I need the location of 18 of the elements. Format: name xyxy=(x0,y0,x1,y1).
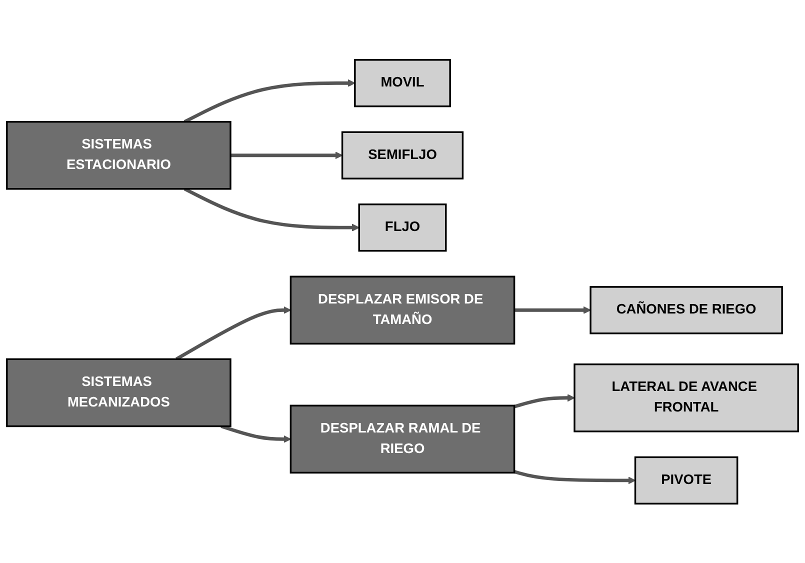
node-box: FLJO xyxy=(358,203,447,252)
node-box: DESPLAZAR RAMAL DE RIEGO xyxy=(290,404,516,474)
arrow xyxy=(514,470,636,484)
node-box: LATERAL DE AVANCE FRONTAL xyxy=(574,363,799,432)
node-box: SEMIFLJO xyxy=(341,131,464,180)
arrow xyxy=(514,394,575,408)
arrow xyxy=(220,424,292,443)
arrow xyxy=(230,151,343,159)
node-box: DESPLAZAR EMISOR DE TAMAÑO xyxy=(290,275,516,344)
node-box: SISTEMAS MECANIZADOS xyxy=(6,358,232,427)
arrow xyxy=(184,187,360,232)
node-box: MOVIL xyxy=(354,58,451,107)
arrow xyxy=(175,306,292,360)
node-box: CAÑONES DE RIEGO xyxy=(590,286,783,334)
arrow xyxy=(184,79,356,124)
node-box: PIVOTE xyxy=(634,456,738,504)
arrow xyxy=(514,306,591,314)
node-box: SISTEMAS ESTACIONARIO xyxy=(6,120,232,190)
